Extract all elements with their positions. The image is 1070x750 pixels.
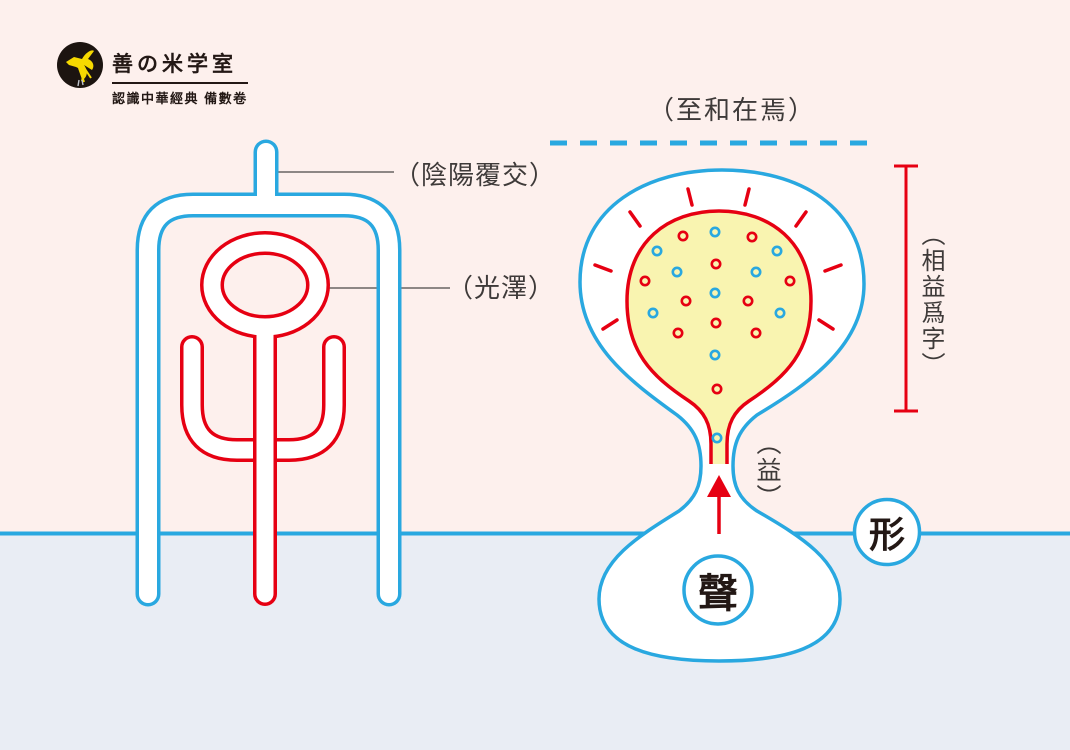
form-circle <box>852 497 922 567</box>
sound-circle <box>682 554 754 626</box>
logo: 善の米学室 認識中華經典 備數卷 <box>57 42 248 107</box>
label-yi: （益） <box>753 430 781 511</box>
label-harmony-top: （至和在焉） <box>648 95 817 125</box>
label-mutual-benefit: （相益爲字） <box>917 222 944 378</box>
seal-character-left <box>135 139 402 607</box>
lower-background-band <box>0 535 1070 750</box>
qi-dots-blue <box>647 226 786 444</box>
qi-dots-red <box>639 230 796 395</box>
sound-character: 聲 <box>698 572 738 616</box>
logo-mark <box>57 42 103 88</box>
label-yinyang-cover: （陰陽覆交） <box>394 160 557 190</box>
radiating-dashes <box>593 187 843 374</box>
qi-dots <box>639 226 796 444</box>
measure-line <box>894 164 918 413</box>
bird-icon <box>66 50 94 87</box>
form-character: 形 <box>868 514 905 555</box>
flask-figure <box>550 140 922 663</box>
flask-inner-outline <box>625 209 813 464</box>
up-arrow <box>707 475 731 534</box>
logo-subtitle: 認識中華經典 備數卷 <box>112 91 248 106</box>
label-luster: （光澤） <box>447 273 556 303</box>
logo-title: 善の米学室 <box>112 48 248 84</box>
logo-text: 善の米学室 認識中華經典 備數卷 <box>112 42 248 107</box>
flower-ring-white <box>203 234 327 336</box>
